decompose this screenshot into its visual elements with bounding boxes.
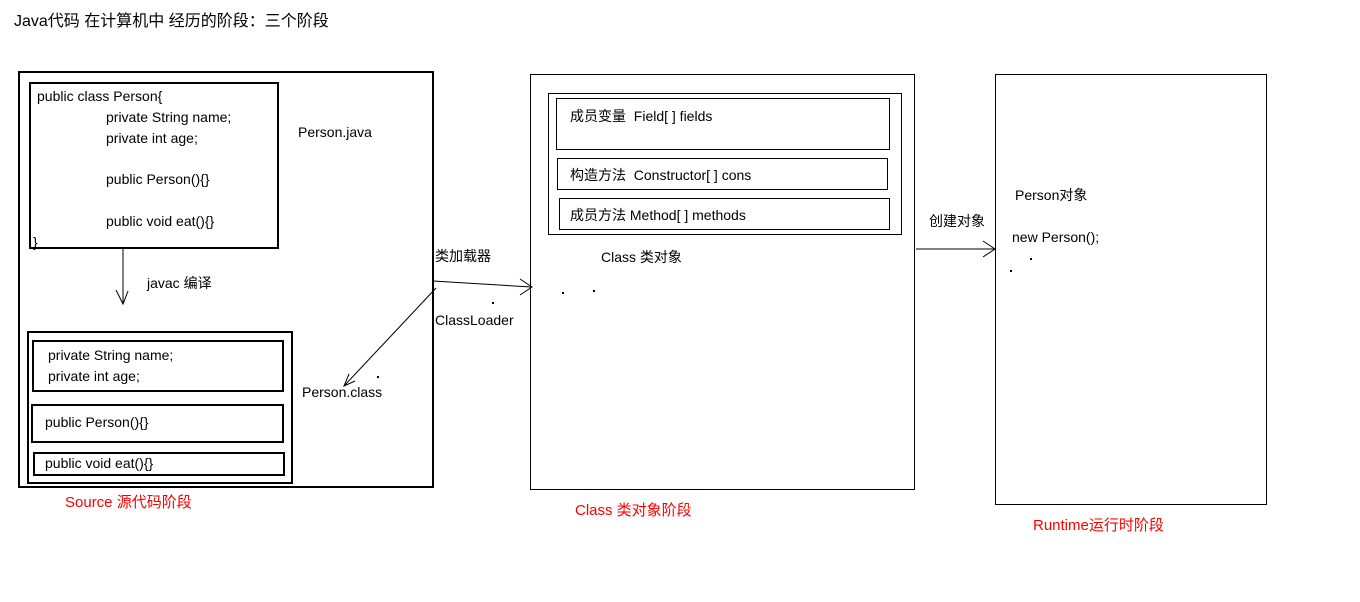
class-constructor-line: public Person(){} [45, 414, 149, 430]
class-members-wrapper-box [548, 93, 902, 235]
person-class-constructor-box [31, 404, 284, 443]
class-field-line: private String name; [48, 347, 174, 363]
stray-dot [562, 292, 564, 294]
person-object-label: Person对象 [1015, 187, 1088, 203]
person-java-code-box [29, 82, 279, 249]
person-class-method-box [33, 452, 285, 476]
code-line: public void eat(){} [106, 213, 215, 229]
code-line: } [33, 234, 38, 250]
stray-dot [377, 376, 379, 378]
class-method-member-box [559, 198, 890, 230]
stray-dot [492, 302, 494, 304]
create-object-arrow [916, 240, 996, 258]
code-line: private int age; [106, 130, 198, 146]
class-object-title: Class 类对象 [601, 249, 682, 265]
classloader-label-cn: 类加载器 [435, 248, 491, 264]
class-fields-member-box [556, 98, 890, 150]
code-line: private String name; [106, 109, 232, 125]
class-constructor-member-box [557, 158, 888, 190]
class-member-constructor: 构造方法 Constructor[ ] cons [570, 167, 752, 183]
code-line: public Person(){} [106, 171, 210, 187]
class-method-line: public void eat(){} [45, 455, 154, 471]
classloader-label-en: ClassLoader [435, 312, 514, 328]
class-member-fields: 成员变量 Field[ ] fields [570, 108, 713, 124]
runtime-stage-box [995, 74, 1267, 505]
person-java-label: Person.java [298, 124, 372, 140]
source-stage-label: Source 源代码阶段 [65, 494, 192, 511]
stray-dot [1030, 258, 1032, 260]
page-title: Java代码 在计算机中 经历的阶段：三个阶段 [14, 13, 329, 30]
source-stage-box [18, 71, 434, 488]
stray-dot [593, 290, 595, 292]
new-person-code: new Person(); [1012, 229, 1100, 245]
javac-arrow-label: javac 编译 [147, 275, 212, 291]
class-field-line: private int age; [48, 368, 140, 384]
runtime-stage-label: Runtime运行时阶段 [1033, 517, 1164, 534]
create-object-arrow-label: 创建对象 [929, 213, 985, 229]
code-line: public class Person{ [37, 88, 163, 104]
person-class-fields-box [32, 340, 284, 392]
person-class-outer-box [27, 331, 293, 484]
class-member-method: 成员方法 Method[ ] methods [570, 207, 746, 223]
stray-dot [1010, 270, 1012, 272]
person-class-label: Person.class [302, 384, 383, 400]
class-stage-label: Class 类对象阶段 [575, 502, 692, 519]
classloader-arrow [432, 278, 533, 296]
